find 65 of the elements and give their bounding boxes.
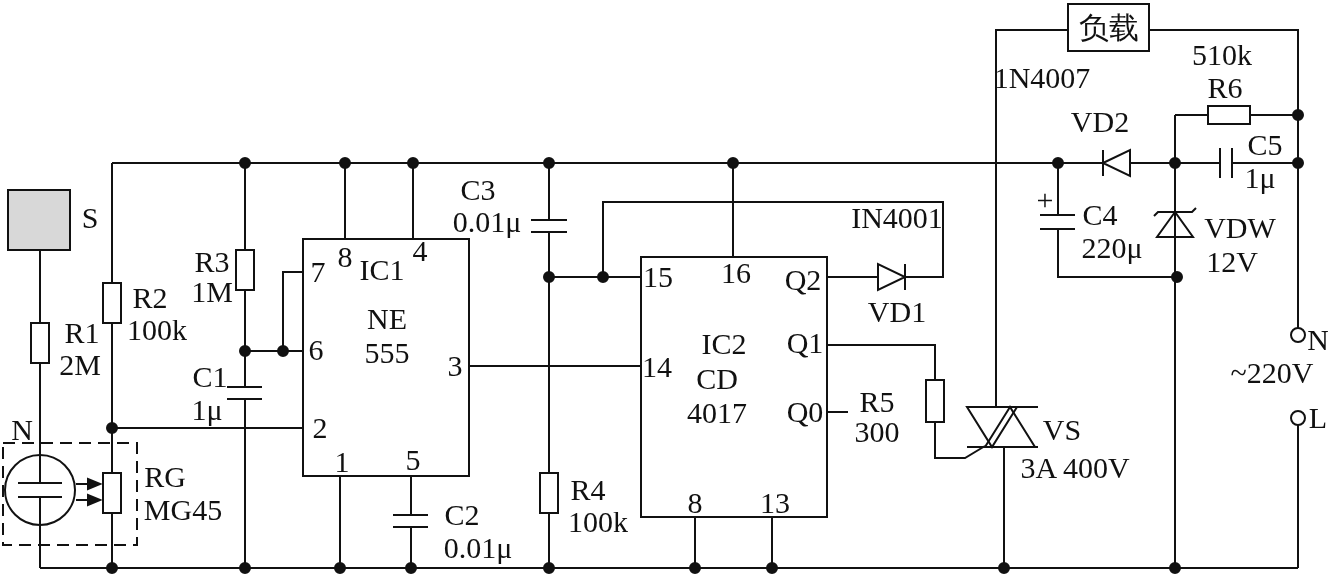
component-label: C1	[192, 362, 228, 392]
voltage-label: ~220V	[1230, 358, 1314, 388]
component-label: R3	[194, 247, 230, 277]
pin-label: 15	[643, 262, 673, 292]
pin-label: Q0	[786, 397, 824, 427]
chip-name: IC1	[359, 253, 405, 287]
component-label: 300	[854, 417, 900, 447]
pin-label: 3	[447, 351, 463, 381]
component-label: 0.01μ	[443, 533, 513, 563]
pin-label: 1	[334, 447, 350, 477]
component-label: MG45	[143, 495, 223, 525]
pin-label: 14	[642, 352, 672, 382]
component-label: R5	[859, 387, 895, 417]
component-label: 1N4007	[993, 63, 1091, 93]
pin-label: 7	[310, 257, 326, 287]
component-label: 1μ	[1244, 163, 1276, 193]
component-label: 2M	[59, 350, 101, 380]
wire	[412, 162, 734, 257]
ic-chip	[302, 238, 470, 477]
component-label: 100k	[127, 315, 187, 345]
component-label: R1	[64, 318, 100, 348]
pin-label: 5	[405, 445, 421, 475]
wire	[339, 476, 696, 569]
component-label: R6	[1207, 73, 1243, 103]
component-label: 1M	[191, 277, 233, 307]
component-label: 220μ	[1081, 233, 1143, 263]
component-label: C4	[1082, 200, 1118, 230]
pin-label: Q1	[786, 328, 824, 358]
pin-label: 2	[312, 413, 328, 443]
pin-label: 13	[760, 488, 790, 518]
load-box	[1067, 3, 1150, 52]
terminal-label: L	[1308, 403, 1328, 433]
component-label: C5	[1247, 130, 1283, 160]
chip-type: CD 4017	[686, 362, 748, 430]
component-label: R2	[132, 283, 168, 313]
pin-label: 4	[412, 236, 428, 266]
component-label: C3	[460, 175, 496, 205]
pin-label: Q2	[784, 265, 822, 295]
component-label: RG	[144, 462, 186, 492]
component-label: 100k	[568, 507, 628, 537]
pin-label: 6	[308, 335, 324, 365]
component-label: S	[81, 203, 99, 233]
ic-chip	[640, 256, 828, 518]
terminal-label: N	[1307, 325, 1328, 355]
component-label: VDW	[1204, 213, 1276, 243]
component-label: VS	[1042, 415, 1082, 445]
component-label: VD1	[867, 297, 927, 327]
component-label: 0.01μ	[452, 207, 522, 237]
chip-name: IC2	[701, 327, 747, 361]
component-label: 12V	[1206, 247, 1258, 277]
pin-label: 16	[721, 258, 751, 288]
component-label: 3A 400V	[1020, 453, 1130, 483]
component-label: 1μ	[191, 395, 223, 425]
component-label: VD2	[1070, 107, 1130, 137]
load-label: 负载	[1079, 11, 1139, 45]
component-label: 510k	[1192, 40, 1252, 70]
component-label: C2	[444, 500, 480, 530]
pin-label: 8	[337, 242, 353, 272]
chip-type: NE 555	[363, 302, 411, 370]
pin-label: 8	[687, 488, 703, 518]
component-label: N	[11, 415, 33, 445]
polarity-sign: +	[1036, 185, 1054, 215]
component-label: R4	[570, 475, 606, 505]
component-label: IN4001	[851, 203, 943, 233]
wire	[469, 365, 641, 367]
